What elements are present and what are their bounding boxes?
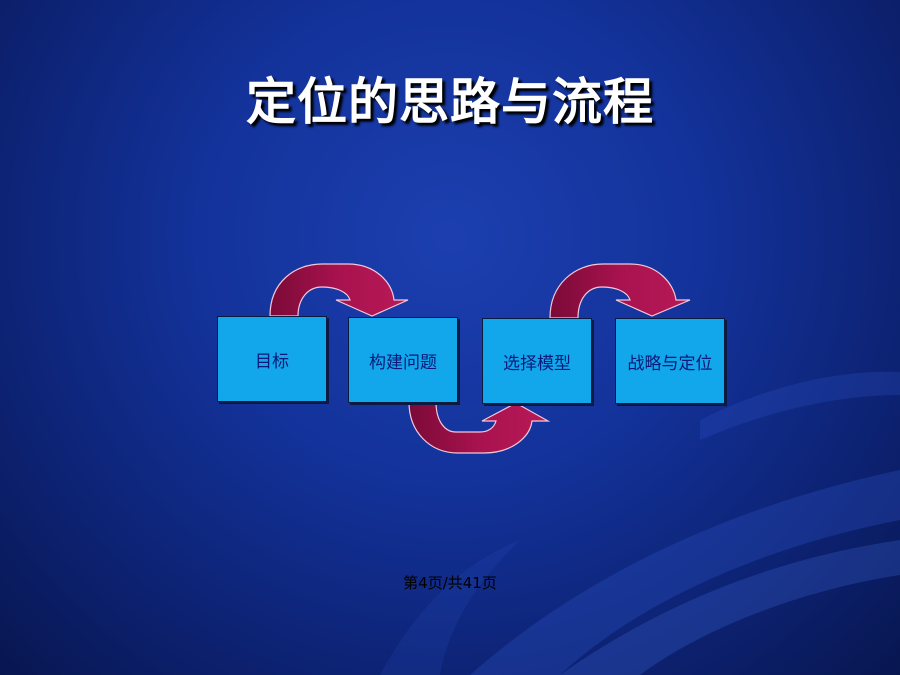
step-box-goal: 目标 [217, 316, 327, 402]
curved-arrow-icon [269, 263, 409, 317]
step-label: 战略与定位 [627, 353, 713, 374]
step-label: 构建问题 [369, 352, 437, 373]
step-box-select-model: 选择模型 [482, 318, 592, 404]
slide-title: 定位的思路与流程 [246, 73, 654, 131]
curved-arrow-icon [408, 401, 551, 454]
page-number: 第4页/共41页 [403, 574, 497, 592]
curved-arrow-icon [549, 263, 691, 319]
step-box-strategy-positioning: 战略与定位 [615, 318, 725, 404]
step-label: 选择模型 [503, 353, 571, 374]
step-box-frame-problem: 构建问题 [348, 317, 458, 403]
step-label: 目标 [255, 351, 289, 372]
